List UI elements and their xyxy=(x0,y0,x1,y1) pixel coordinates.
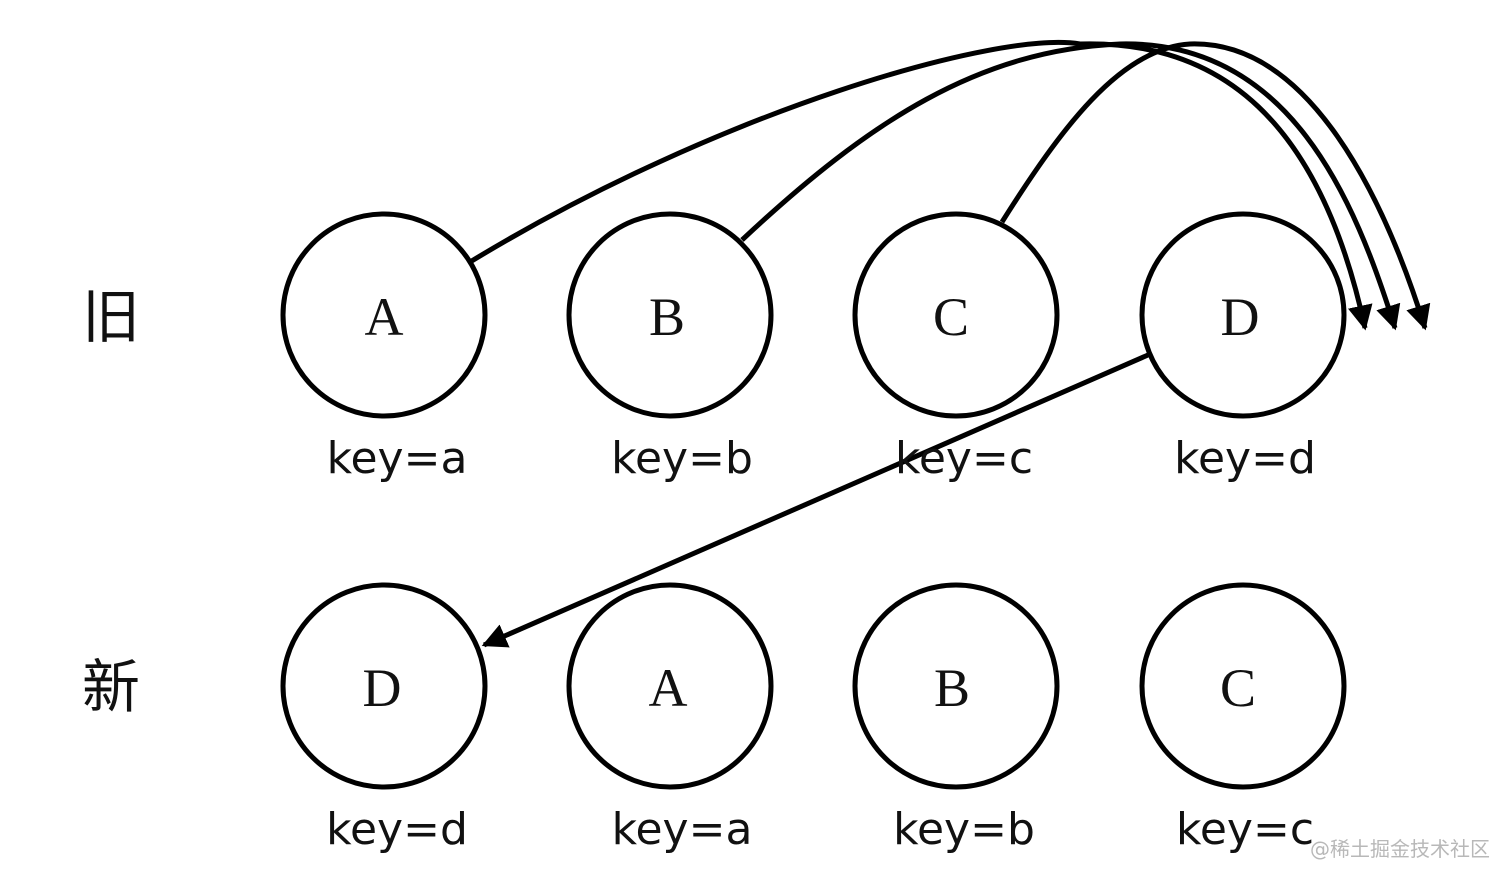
old-node-b-key: key=b xyxy=(611,433,753,484)
old-node-d-letter: D xyxy=(1221,287,1260,347)
old-node-c-key: key=c xyxy=(895,433,1033,484)
old-node-a-letter: A xyxy=(365,287,404,347)
watermark: @稀土掘金技术社区 xyxy=(1310,837,1490,861)
new-node-a-letter: A xyxy=(649,658,688,718)
old-node-d: D xyxy=(1139,211,1347,419)
new-node-b-letter: B xyxy=(934,658,970,718)
old-node-c-letter: C xyxy=(933,287,969,347)
new-node-b-key: key=b xyxy=(893,804,1035,855)
old-node-a: A xyxy=(280,211,488,419)
edge-old-c-reorder xyxy=(999,41,1431,331)
new-node-d: D xyxy=(280,582,488,790)
new-node-c: C xyxy=(1139,582,1347,790)
new-node-a-key: key=a xyxy=(612,804,753,855)
old-row-label: 旧 xyxy=(82,283,140,351)
old-node-a-key: key=a xyxy=(327,433,468,484)
edge-old-d-to-new-d xyxy=(481,352,1150,648)
old-node-d-key: key=d xyxy=(1174,433,1316,484)
new-node-c-letter: C xyxy=(1220,658,1256,718)
old-node-b-letter: B xyxy=(649,287,685,347)
edge-old-a-reorder xyxy=(468,39,1373,331)
new-node-d-letter: D xyxy=(363,658,402,718)
old-node-c: C xyxy=(852,211,1060,419)
edge-old-b-reorder xyxy=(740,41,1401,331)
new-row-label: 新 xyxy=(82,653,140,721)
new-node-b: B xyxy=(852,582,1060,790)
old-node-b: B xyxy=(566,211,774,419)
new-node-a: A xyxy=(566,582,774,790)
new-node-d-key: key=d xyxy=(326,804,468,855)
new-node-c-key: key=c xyxy=(1176,804,1314,855)
